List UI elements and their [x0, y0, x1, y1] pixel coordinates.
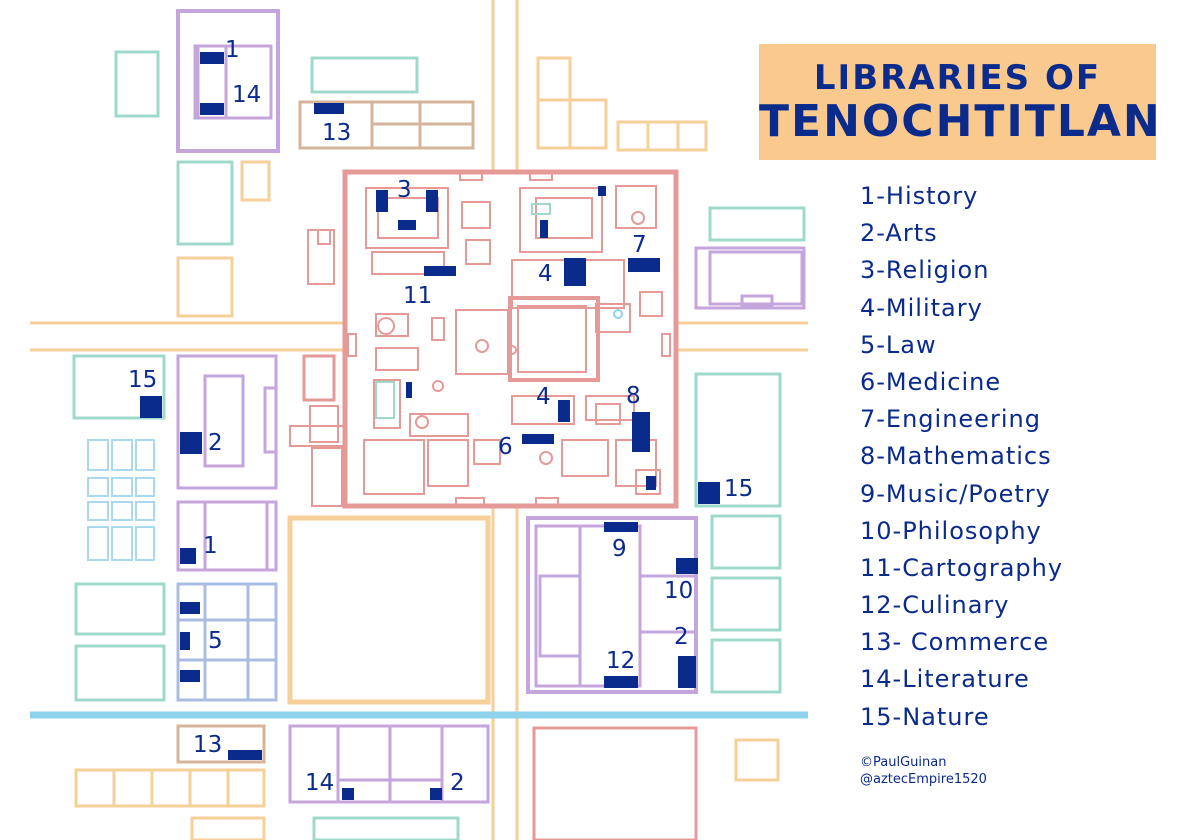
library-labels: 1 14 13 3 7 11 4 4 8 6 15 2 15 1 9 10 5 … [128, 37, 753, 796]
map-label: 14 [305, 770, 334, 796]
map-label: 13 [193, 732, 222, 758]
marker-arts [430, 788, 442, 800]
marker-military [558, 400, 570, 422]
marker-mathematics [632, 412, 650, 452]
marker-culinary [604, 676, 638, 688]
marker-arts [180, 432, 202, 454]
legend-item: 8-Mathematics [860, 442, 1052, 471]
map-label: 9 [612, 536, 627, 562]
marker-cartography [406, 382, 412, 398]
legend-item: 6-Medicine [860, 367, 1002, 396]
map-label: 15 [724, 476, 753, 502]
map-label: 3 [397, 177, 412, 203]
districts [72, 9, 806, 840]
legend-item: 5-Law [860, 330, 937, 359]
marker-philosophy [676, 558, 698, 574]
marker-literature [342, 788, 354, 800]
marker-engineering [598, 186, 606, 196]
map-label: 5 [208, 628, 223, 654]
map-label: 1 [203, 533, 218, 559]
map-label: 2 [674, 624, 689, 650]
marker-medicine [522, 434, 554, 444]
map-label: 13 [322, 120, 351, 146]
map-label: 8 [626, 383, 641, 409]
map-label: 2 [450, 770, 465, 796]
legend-item: 2-Arts [860, 219, 938, 248]
legend-item: 3-Religion [860, 256, 990, 285]
marker-commerce [314, 103, 344, 114]
map-label: 4 [536, 384, 551, 410]
marker-law [180, 602, 200, 614]
marker-engineering [628, 258, 660, 272]
map-label: 10 [664, 578, 693, 604]
legend-item: 11-Cartography [860, 553, 1064, 582]
legend-item: 12-Culinary [860, 591, 1010, 620]
marker-literature [200, 103, 224, 115]
legend-item: 7-Engineering [860, 405, 1041, 434]
legend-item: 14-Literature [860, 665, 1030, 694]
credits: ©PaulGuinan @aztecEmpire1520 [860, 754, 987, 788]
roads [30, 0, 808, 840]
map-label: 4 [538, 261, 553, 287]
map-label: 6 [498, 434, 513, 460]
legend-item: 1-History [860, 182, 979, 210]
marker-cartography [424, 266, 456, 276]
legend-item: 4-Military [860, 293, 983, 322]
marker-commerce [228, 750, 262, 760]
library-markers [140, 52, 720, 800]
title-line-2: TENOCHTITLAN [759, 96, 1162, 147]
map-label: 2 [208, 430, 223, 456]
map-title-box: LIBRARIES OF TENOCHTITLAN [759, 44, 1162, 160]
legend-item: 10-Philosophy [860, 516, 1042, 545]
legend-item: 15-Nature [860, 702, 990, 731]
map-label: 12 [606, 648, 635, 674]
marker-religion [376, 190, 388, 212]
legend: 1-History 2-Arts 3-Religion 4-Military 5… [860, 178, 1190, 736]
marker-nature [698, 482, 720, 504]
map-label: 14 [232, 82, 261, 108]
title-line-1: LIBRARIES OF [813, 58, 1102, 98]
marker-military [564, 258, 586, 286]
marker-arts [678, 656, 696, 688]
marker-history [180, 548, 196, 564]
legend-item: 13- Commerce [860, 628, 1050, 657]
marker-nature [140, 396, 162, 418]
marker-law [180, 670, 200, 682]
marker-music [604, 522, 638, 532]
map-label: 1 [225, 37, 240, 63]
map-label: 15 [128, 367, 157, 393]
legend-item: 9-Music/Poetry [860, 479, 1051, 508]
credit-author: ©PaulGuinan [860, 755, 947, 770]
marker-mathematics [646, 476, 656, 490]
marker-engineering [540, 220, 548, 238]
map-label: 7 [632, 232, 647, 258]
palace-complex [289, 169, 679, 509]
marker-law [180, 632, 190, 650]
map-label: 11 [403, 283, 432, 309]
credit-handle: @aztecEmpire1520 [860, 772, 987, 787]
marker-religion [398, 220, 416, 230]
marker-religion [426, 190, 438, 212]
marker-history [200, 52, 224, 64]
